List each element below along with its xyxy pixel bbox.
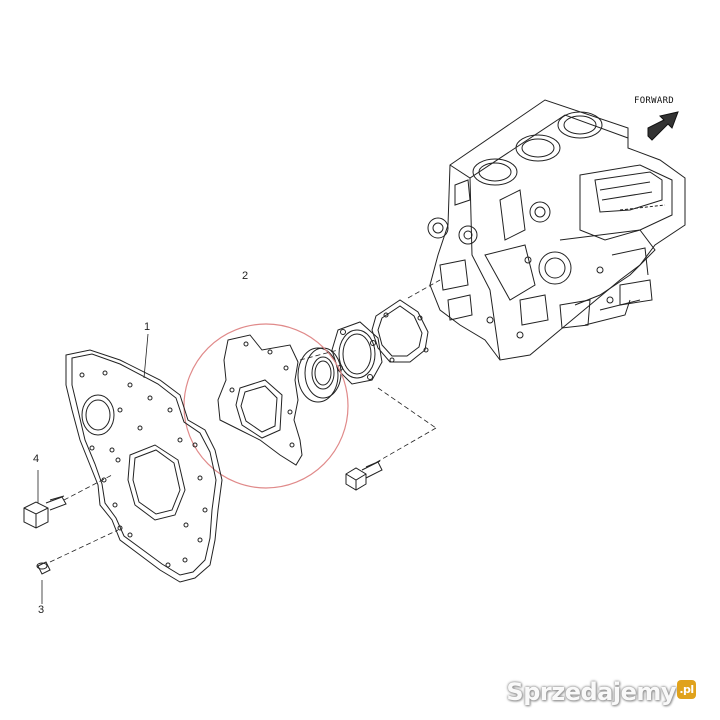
leader-lines	[37, 333, 149, 604]
callout-4: 4	[33, 453, 40, 465]
callout-3: 3	[38, 604, 45, 616]
dowel-pin-item-3	[36, 561, 51, 575]
assembly-dashed-lines	[49, 279, 441, 563]
callout-1: 1	[144, 321, 151, 333]
seal-retainer-plate	[331, 321, 383, 385]
bolt-item-4	[23, 495, 67, 529]
rear-gasket-right	[371, 299, 429, 363]
watermark-text: Sprzedajemy	[506, 678, 676, 706]
watermark-badge: .pl	[677, 680, 696, 699]
forward-arrow-icon	[647, 111, 679, 141]
forward-label: FORWARD	[634, 96, 675, 106]
bolt-right	[345, 460, 383, 491]
engine-block	[427, 99, 686, 361]
oil-seal	[297, 347, 342, 403]
rear-plate-item-1	[65, 349, 223, 583]
watermark-logo: Sprzedajemy.pl	[506, 678, 696, 706]
callout-2: 2	[242, 270, 249, 282]
gasket-item-2	[217, 334, 303, 466]
